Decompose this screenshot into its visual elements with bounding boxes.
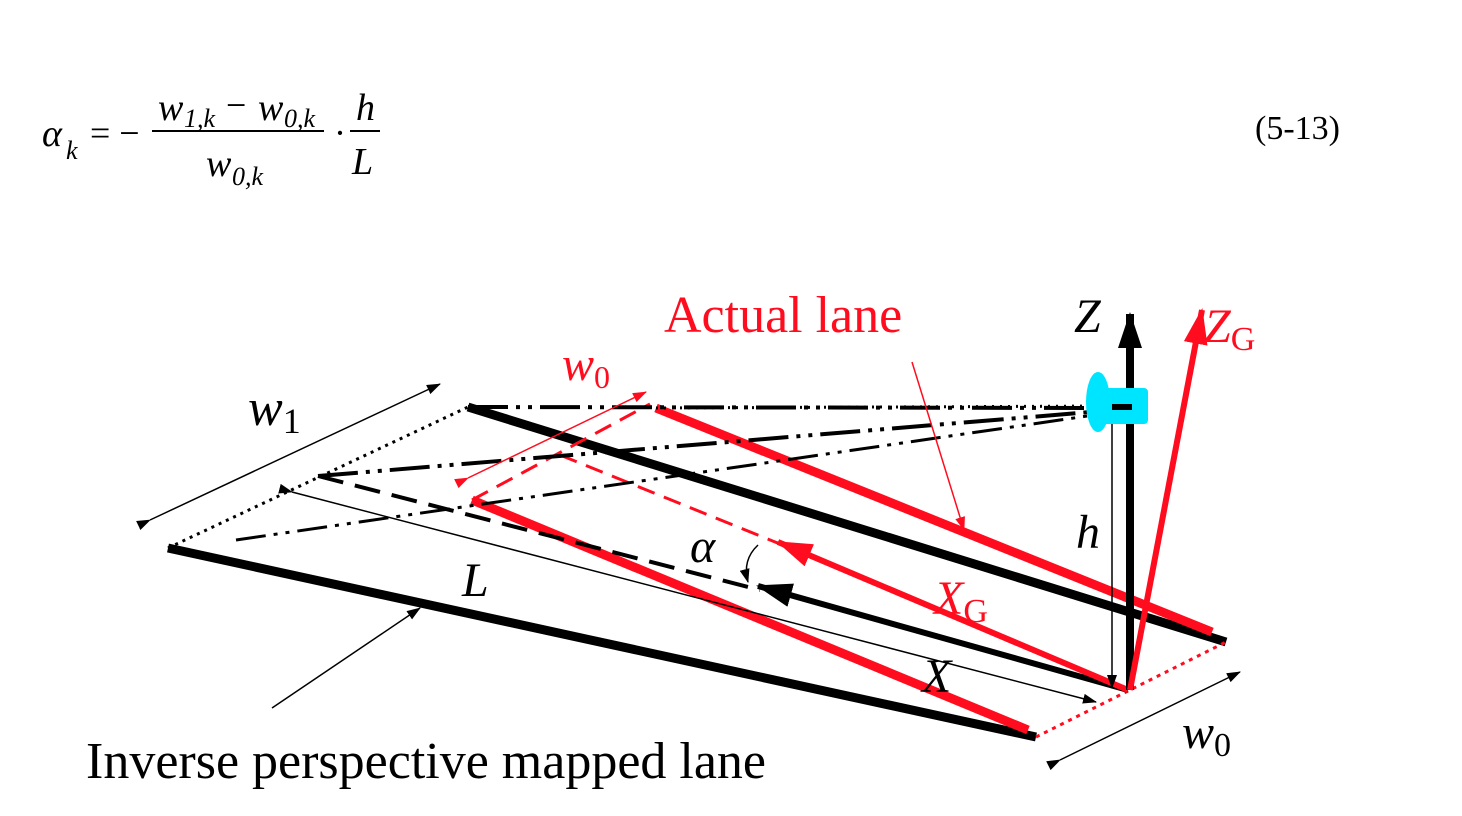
eq-num-w1: w xyxy=(158,87,184,129)
ipm-lane-left-edge xyxy=(167,543,1037,742)
eq-L: L xyxy=(352,141,374,183)
alpha-label: α xyxy=(690,520,716,573)
xg-axis-arrow xyxy=(776,539,1130,693)
eq-frac-bar-main xyxy=(152,130,324,132)
w1-sub: 1 xyxy=(283,401,301,441)
x-axis-arrow xyxy=(756,583,1129,693)
eq-num-w0-sub: 0,k xyxy=(284,104,316,133)
actual-lane-label: Actual lane xyxy=(664,287,902,344)
eq-frac-bar-h-L xyxy=(350,130,380,132)
eq-den-w0: w xyxy=(206,143,232,185)
eq-number: (5-13) xyxy=(1255,110,1340,147)
zg-sub: G xyxy=(1231,321,1256,358)
w1-dimension-arrow xyxy=(136,383,441,531)
eq-h: h xyxy=(356,87,375,129)
w1-label: w1 xyxy=(248,380,301,441)
w0-red-sub: 0 xyxy=(594,359,610,395)
ipm-label-leader xyxy=(271,607,421,709)
eq-num-w1-sub: 1,k xyxy=(184,104,216,133)
z-label: Z xyxy=(1074,290,1102,343)
L-label: L xyxy=(461,554,489,607)
actual-label-leader xyxy=(911,361,965,531)
w0-black-label: w0 xyxy=(1182,706,1231,764)
xg-label: XG xyxy=(932,572,988,630)
xg-sub: G xyxy=(963,593,988,630)
sightline-red xyxy=(655,404,1113,410)
alpha-angle-arc xyxy=(739,544,759,583)
eq-alpha: α xyxy=(42,113,62,155)
L-dimension-arrow xyxy=(278,483,1097,704)
zg-label: ZG xyxy=(1204,300,1255,358)
eq-num-minus: − xyxy=(226,85,247,125)
zg-axis-arrow xyxy=(1127,308,1208,691)
w0-black-sub: 0 xyxy=(1214,727,1231,764)
sightline-low xyxy=(235,410,1116,542)
eq-equals-minus: = − xyxy=(90,113,140,153)
sightline-mid xyxy=(317,408,1116,478)
eq-dot: · xyxy=(334,113,346,153)
eq-den-w0-sub: 0,k xyxy=(232,162,264,191)
x-label: X xyxy=(920,650,953,703)
ipm-lane-label: Inverse perspective mapped lane xyxy=(86,733,766,790)
equation-5-13: α k = − w 1,k − w 0,k w 0,k · h L (5-13) xyxy=(0,0,1462,220)
w0-black-dimension-arrow xyxy=(1046,671,1241,771)
eq-num-w0: w xyxy=(258,87,284,129)
camera-icon xyxy=(1086,372,1148,432)
eq-alpha-sub: k xyxy=(66,136,78,165)
w0-red-dimension-arrow xyxy=(454,391,647,489)
w0-red-label: w0 xyxy=(562,338,610,395)
h-label: h xyxy=(1076,506,1100,559)
